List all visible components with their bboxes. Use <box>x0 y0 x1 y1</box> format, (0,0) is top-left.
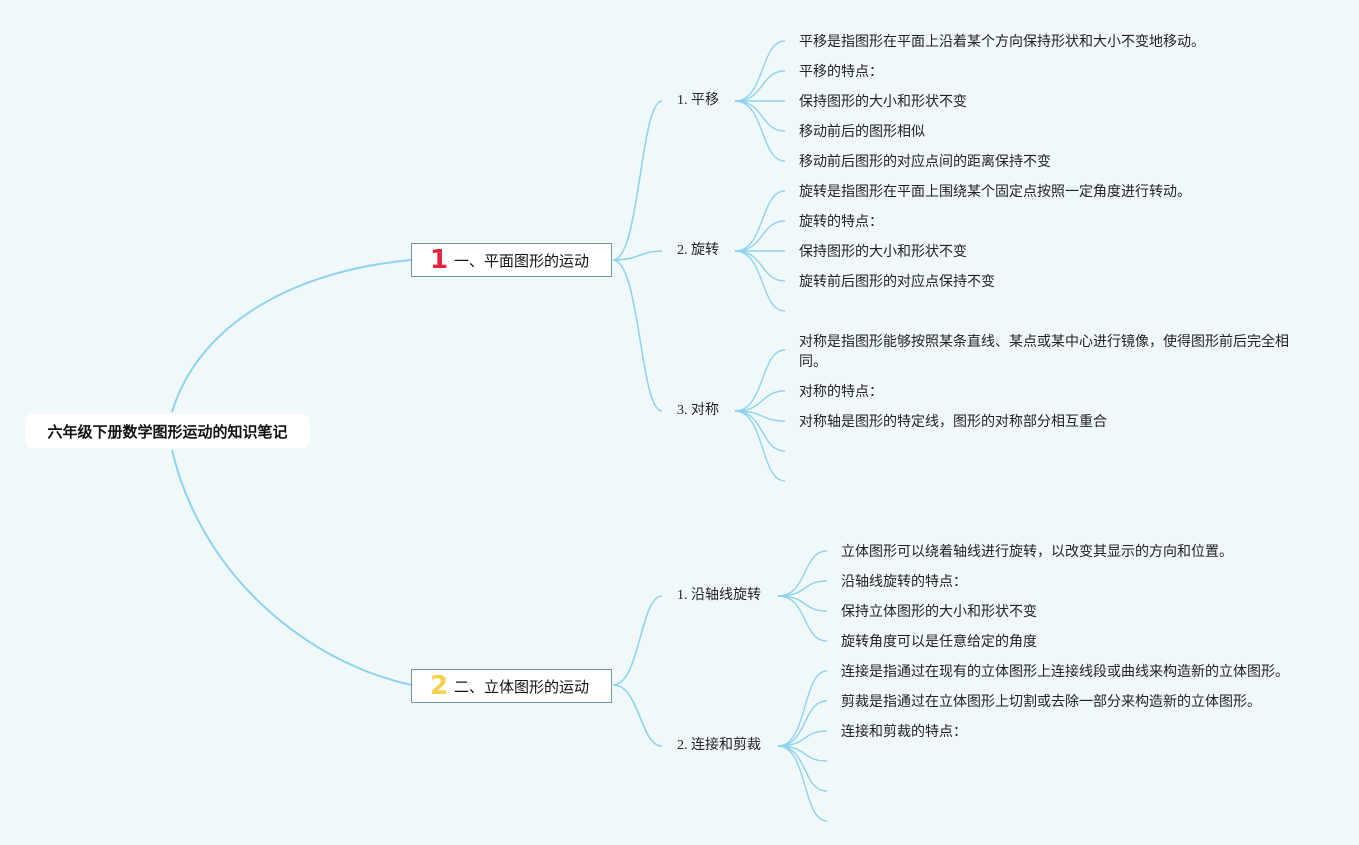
leaf-node[interactable]: 移动前后的图形相似 <box>799 123 925 139</box>
leaf-node[interactable]: 保持图形的大小和形状不变 <box>799 93 967 109</box>
link-sec1-t2 <box>612 250 663 261</box>
leaf-node[interactable]: 旋转是指图形在平面上围绕某个固定点按照一定角度进行转动。 <box>799 183 1191 199</box>
link-sec1-t3 <box>612 259 663 412</box>
leaf-node[interactable]: 移动前后图形的对应点间的距离保持不变 <box>799 153 1051 169</box>
leaf-node[interactable]: 平移是指图形在平面上沿着某个方向保持形状和大小不变地移动。 <box>799 33 1205 49</box>
leaf-node[interactable]: 对称是指图形能够按照某条直线、某点或某中心进行镜像，使得图形前后完全相同。 <box>799 333 1289 369</box>
link-root-sec1 <box>171 259 412 413</box>
links-topic-2-2 <box>777 670 828 822</box>
section-node-1[interactable]: 1 一、平面图形的运动 <box>411 243 612 277</box>
links-topic-1-1 <box>734 40 786 162</box>
section-node-2[interactable]: 2 二、立体图形的运动 <box>411 669 612 703</box>
leaf-node[interactable]: 立体图形可以绕着轴线进行旋转，以改变其显示的方向和位置。 <box>841 543 1233 559</box>
link-sec1-t1 <box>612 100 663 261</box>
number-badge-1: 1 <box>430 245 449 275</box>
leaf-node[interactable]: 旋转前后图形的对应点保持不变 <box>799 273 995 289</box>
links-topic-1-3 <box>734 349 786 482</box>
leaf-node[interactable]: 沿轴线旋转的特点： <box>841 573 967 589</box>
links-topic-1-2 <box>734 190 786 312</box>
section-title: 一、平面图形的运动 <box>454 252 590 270</box>
leaf-node[interactable]: 旋转的特点： <box>799 213 883 229</box>
leaf-node[interactable]: 保持立体图形的大小和形状不变 <box>841 603 1037 619</box>
number-badge-2: 2 <box>430 671 449 701</box>
topic-node-axis-rotation[interactable]: 1. 沿轴线旋转 <box>677 588 761 603</box>
link-sec2-t2 <box>612 684 663 747</box>
links-topic-2-1 <box>777 550 828 642</box>
root-title: 六年级下册数学图形运动的知识笔记 <box>47 423 288 441</box>
leaf-node[interactable]: 对称轴是图形的特定线，图形的对称部分相互重合 <box>799 413 1107 429</box>
leaf-node[interactable]: 连接和剪裁的特点： <box>841 723 967 739</box>
topic-node-rotation[interactable]: 2. 旋转 <box>677 243 719 258</box>
leaf-node[interactable]: 旋转角度可以是任意给定的角度 <box>841 633 1037 649</box>
leaf-node[interactable]: 剪裁是指通过在立体图形上切割或去除一部分来构造新的立体图形。 <box>841 693 1261 709</box>
root-node[interactable]: 六年级下册数学图形运动的知识笔记 <box>25 414 310 448</box>
topic-node-connect-cut[interactable]: 2. 连接和剪裁 <box>677 738 761 753</box>
leaf-node[interactable]: 连接是指通过在现有的立体图形上连接线段或曲线来构造新的立体图形。 <box>841 663 1289 679</box>
topic-node-symmetry[interactable]: 3. 对称 <box>677 403 719 418</box>
leaf-node[interactable]: 对称的特点： <box>799 383 883 399</box>
section-title: 二、立体图形的运动 <box>454 678 590 696</box>
link-sec2-t1 <box>612 595 663 686</box>
topic-node-translation[interactable]: 1. 平移 <box>677 93 719 108</box>
leaf-node[interactable]: 保持图形的大小和形状不变 <box>799 243 967 259</box>
leaf-node[interactable]: 平移的特点： <box>799 63 883 79</box>
link-root-sec2 <box>171 449 412 686</box>
